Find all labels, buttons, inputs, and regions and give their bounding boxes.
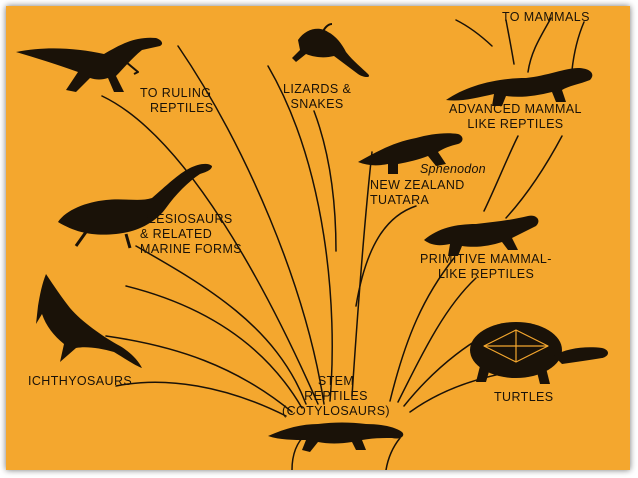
branch-line [355, 205, 417, 307]
ichthyosaur-illustration [36, 274, 142, 368]
label-turtles: TURTLES [494, 390, 554, 404]
tuatara-illustration [358, 133, 463, 174]
branch-line [313, 110, 337, 252]
branch-line [527, 17, 552, 73]
label-line: TO RULING [140, 86, 212, 100]
label-line: & RELATED [140, 227, 213, 241]
label-line: LIKE REPTILES [467, 117, 564, 131]
branch-line [135, 245, 307, 405]
label-plesiosaurs: PLESIOSAURS & RELATED MARINE FORMS [140, 212, 242, 257]
plesiosaur-illustration [58, 163, 212, 249]
label-line: STEM [317, 374, 355, 388]
label-advanced-mammal-like-reptiles: ADVANCED MAMMAL LIKE REPTILES [449, 102, 582, 132]
label-lizards-snakes: LIZARDS & SNAKES [283, 82, 351, 112]
label-line: (COTYLOSAURS) [282, 404, 390, 418]
label-line: ADVANCED MAMMAL [449, 102, 582, 116]
label-line: TUATARA [370, 193, 430, 207]
label-new-zealand-tuatara: NEW ZEALAND TUATARA [370, 178, 465, 208]
branch-line [267, 65, 333, 402]
branch-line [397, 277, 477, 403]
evolution-diagram [16, 17, 608, 470]
label-line: LIKE REPTILES [438, 267, 535, 281]
branch-line [455, 19, 493, 47]
diagram-frame: TO MAMMALS TO RULING REPTILES LIZARDS & … [6, 6, 630, 470]
branch-line [177, 45, 325, 405]
stem-reptile-illustration [268, 422, 404, 452]
lizard-illustration [292, 23, 370, 78]
branch-line [505, 19, 515, 65]
branch-line [505, 135, 563, 219]
branch-line [115, 381, 287, 417]
label-line: NEW ZEALAND [370, 178, 465, 192]
turtle-illustration [470, 322, 608, 384]
branch-line [105, 335, 293, 413]
branch-line [483, 135, 519, 212]
branch-line [389, 257, 455, 402]
label-line: SNAKES [290, 97, 344, 111]
label-line: LIZARDS & [283, 82, 352, 96]
label-line: PLESIOSAURS [140, 212, 233, 226]
branch-line [101, 95, 319, 405]
label-line: REPTILES [304, 389, 368, 403]
branch-line [571, 21, 585, 71]
trunk-line [385, 437, 401, 470]
label-to-ruling-reptiles: TO RULING REPTILES [140, 86, 214, 116]
label-line: MARINE FORMS [140, 242, 243, 256]
label-ichthyosaurs: ICHTHYOSAURS [28, 374, 133, 388]
label-sphenodon: Sphenodon [420, 162, 486, 176]
primitive-mammal-like-reptile-illustration [424, 215, 539, 256]
label-to-mammals: TO MAMMALS [502, 10, 590, 24]
label-line: REPTILES [150, 101, 214, 115]
label-line: PRIMITIVE MAMMAL- [420, 252, 552, 266]
branch-line [351, 151, 373, 397]
branch-line [125, 285, 303, 409]
label-stem-reptiles: STEM REPTILES (COTYLOSAURS) [278, 374, 394, 419]
ruling-reptile-illustration [16, 37, 163, 92]
label-primitive-mammal-like-reptiles: PRIMITIVE MAMMAL- LIKE REPTILES [420, 252, 552, 282]
advanced-mammal-like-reptile-illustration [446, 68, 593, 106]
